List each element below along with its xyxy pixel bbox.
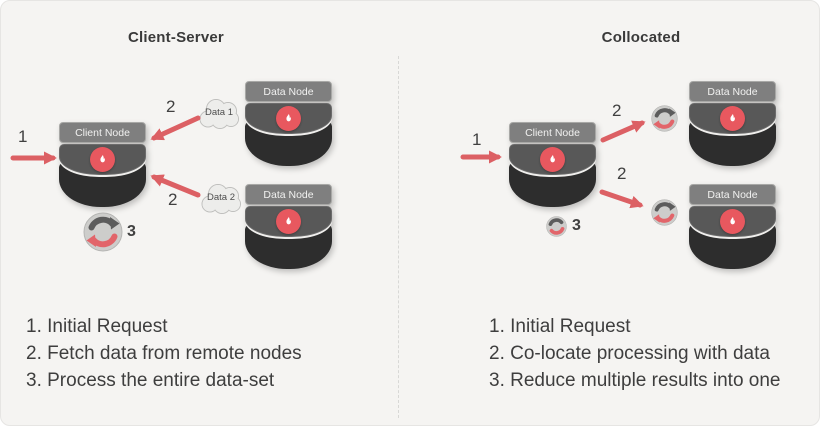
- node-header: Data Node: [689, 81, 776, 102]
- flame-icon: [90, 147, 115, 172]
- cloud-label: Data 1: [205, 107, 233, 118]
- refresh-icon: [546, 216, 567, 237]
- cloud-shape: [199, 99, 239, 129]
- panel-divider: [398, 56, 399, 418]
- data2-cloud: Data 2: [197, 182, 245, 216]
- left-data-node-bottom: Data Node: [245, 184, 332, 269]
- step-marker: 1: [472, 130, 482, 149]
- right-data-node-bottom: Data Node: [689, 184, 776, 269]
- step-item: 1. Initial Request: [489, 316, 631, 337]
- arrow-colocate-top: [600, 120, 646, 143]
- right-data-node-top: Data Node: [689, 81, 776, 166]
- node-header: Client Node: [59, 122, 146, 143]
- step-marker: 2: [612, 101, 622, 120]
- node-body: [59, 144, 146, 175]
- client-node-label: Client Node: [75, 126, 130, 139]
- cloud-shape: [201, 184, 241, 214]
- left-data-node-top: Data Node: [245, 81, 332, 166]
- right-panel-title: Collocated: [601, 29, 681, 46]
- node-body: [245, 206, 332, 237]
- step-marker: 2: [166, 97, 176, 116]
- step-item: 2. Co-locate processing with data: [489, 343, 770, 364]
- refresh-icon: [651, 199, 678, 226]
- flame-icon: [720, 209, 745, 234]
- left-panel-title: Client-Server: [128, 29, 224, 46]
- flame-icon: [276, 106, 301, 131]
- arrow-fetch-top: [150, 115, 201, 141]
- refresh-icon: [83, 212, 123, 252]
- flame-icon: [276, 209, 301, 234]
- node-header: Client Node: [509, 122, 596, 143]
- node-body: [245, 103, 332, 134]
- left-client-node: Client Node: [59, 122, 146, 207]
- cloud-label: Data 2: [207, 192, 235, 203]
- step-marker: 3: [572, 217, 581, 234]
- refresh-icon: [651, 105, 678, 132]
- arrow-colocate-bottom: [599, 189, 644, 209]
- flame-icon: [540, 147, 565, 172]
- node-header: Data Node: [245, 184, 332, 205]
- data-node-label: Data Node: [707, 85, 758, 98]
- data-node-label: Data Node: [707, 188, 758, 201]
- step-item: 3. Reduce multiple results into one: [489, 370, 781, 391]
- flame-icon: [720, 106, 745, 131]
- right-steps-list: 1. Initial Request 2. Co-locate processi…: [489, 313, 781, 394]
- client-node-label: Client Node: [525, 126, 580, 139]
- left-steps-list: 1. Initial Request 2. Fetch data from re…: [26, 313, 302, 394]
- step-marker: 3: [127, 223, 136, 240]
- step-item: 2. Fetch data from remote nodes: [26, 343, 302, 364]
- node-header: Data Node: [245, 81, 332, 102]
- step-marker: 2: [168, 190, 178, 209]
- step-item: 1. Initial Request: [26, 316, 168, 337]
- data-node-label: Data Node: [263, 188, 314, 201]
- node-body: [509, 144, 596, 175]
- step-marker: 1: [18, 127, 28, 146]
- step-item: 3. Process the entire data-set: [26, 370, 275, 391]
- node-body: [689, 103, 776, 134]
- data1-cloud: Data 1: [195, 97, 243, 131]
- step-marker: 2: [617, 164, 627, 183]
- right-client-node: Client Node: [509, 122, 596, 207]
- data-node-label: Data Node: [263, 85, 314, 98]
- node-body: [689, 206, 776, 237]
- node-header: Data Node: [689, 184, 776, 205]
